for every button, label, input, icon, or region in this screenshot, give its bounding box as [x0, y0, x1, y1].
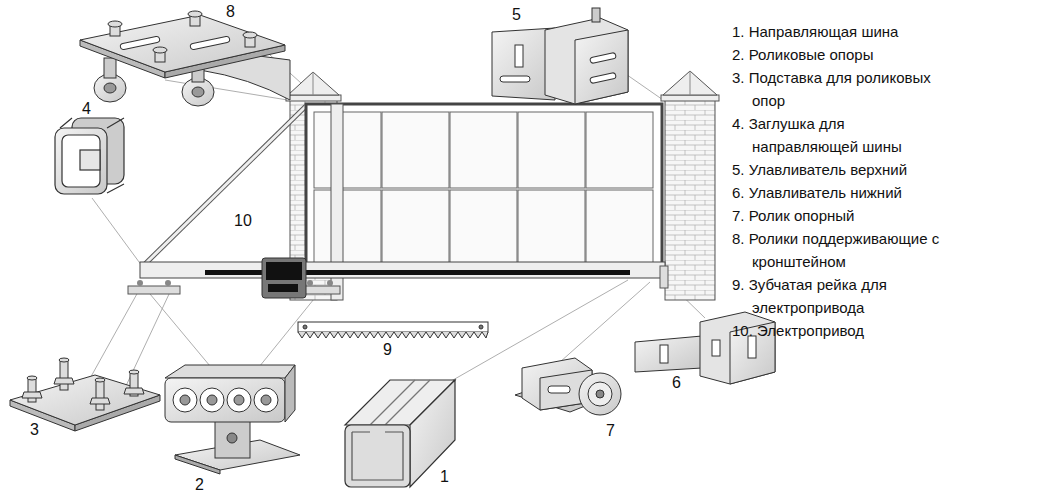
- callout-number: 3: [30, 421, 39, 439]
- callout-number: 10: [234, 212, 252, 230]
- callout-number: 6: [672, 374, 681, 392]
- roller-carriage: [165, 365, 300, 474]
- parts-list-item: 3. Подставка для роликовых опор: [732, 66, 942, 112]
- callout-number: 2: [195, 476, 204, 494]
- gear-rack: [298, 322, 488, 338]
- callout-number: 5: [512, 6, 521, 24]
- callout-number: 7: [606, 422, 615, 440]
- parts-list-item: 5. Улавливатель верхний: [732, 158, 942, 181]
- parts-list-item: 7. Ролик опорный: [732, 204, 942, 227]
- parts-list-item: 9. Зубчатая рейка для электропривода: [732, 273, 942, 319]
- callout-number: 1: [440, 468, 449, 486]
- rail-end-cap: [55, 118, 124, 194]
- roller-support-base: [10, 358, 160, 431]
- parts-list-item: 4. Заглушка для направляющей шины: [732, 112, 942, 158]
- parts-list-item: 10. Электропривод: [732, 319, 942, 342]
- parts-list-item: 8. Ролики поддерживающие с кронштейном: [732, 227, 942, 273]
- support-roller: [515, 358, 621, 415]
- support-rollers-bracket: [80, 11, 290, 106]
- callout-number: 4: [82, 100, 91, 118]
- parts-list-item: 6. Улавливатель нижний: [732, 181, 942, 204]
- callout-number: 8: [226, 3, 235, 21]
- leader-lines: [78, 55, 705, 400]
- parts-list-item: 2. Роликовые опоры: [732, 43, 942, 66]
- parts-list-item: 1. Направляющая шина: [732, 20, 942, 43]
- sliding-gate: [128, 104, 668, 300]
- guide-rail: [345, 380, 455, 487]
- callout-number: 9: [383, 341, 392, 359]
